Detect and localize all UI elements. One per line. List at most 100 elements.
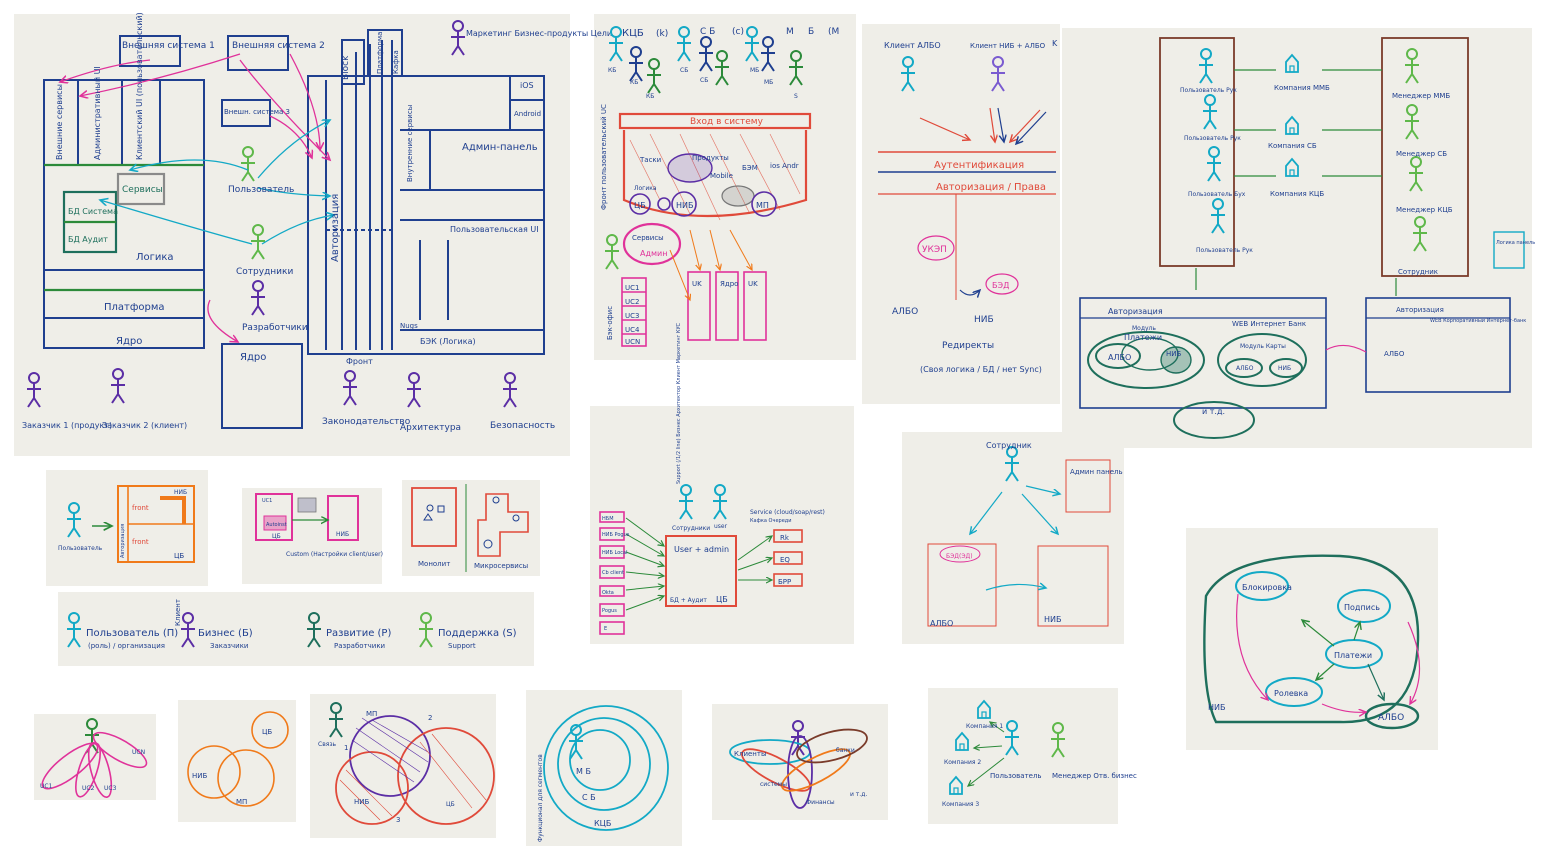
- panel-employee-albo: Сотрудник Админ панель АЛБО НИБ БЭД(ЭД): [927, 441, 1123, 628]
- logic-label: Логика: [136, 252, 174, 263]
- cards-module-label: Модуль Карты: [1240, 343, 1286, 350]
- client-albo-label: Клиент АЛБО: [884, 41, 941, 50]
- nib-label-p6: НИБ: [336, 531, 349, 538]
- etc-label-p4: и т.д.: [1202, 407, 1225, 416]
- ios-andr-label: ios Andr: [770, 162, 799, 170]
- legend-user-sub: (роль) / организация: [88, 642, 165, 650]
- company-1-label: Компания 1: [966, 723, 1003, 730]
- b-label: Б: [808, 27, 814, 37]
- cb-label-p13: ЦБ: [262, 728, 272, 736]
- legend-business-sub: Заказчики: [210, 642, 248, 650]
- logic-small-label: Логика: [634, 185, 657, 192]
- internal-services-label: Внутренние сервисы: [406, 105, 414, 182]
- ukep-label: УКЭП: [922, 245, 947, 255]
- uc1-label-p12: UC1: [40, 783, 53, 790]
- manager-sb-label: Менеджер СБ: [1396, 150, 1447, 158]
- company-mmb-label: Компания ММБ: [1274, 84, 1330, 92]
- nugs-label: Nugs: [400, 322, 418, 330]
- security-label: Безопасность: [490, 421, 555, 431]
- employee-label-p10: Сотрудник: [986, 441, 1032, 450]
- s1-label: СБ: [680, 67, 688, 74]
- k-label: (k): [656, 29, 668, 39]
- user-actor-label: Пользователь: [228, 185, 294, 195]
- payments-label-p11: Платежи: [1334, 651, 1372, 660]
- manager-kcb-label: Менеджер КЦБ: [1396, 206, 1453, 214]
- architecture-label: Архитектура: [400, 423, 461, 433]
- legend-business-label: Бизнес (Б): [198, 628, 253, 639]
- roles-label: Ролевка: [1274, 689, 1308, 698]
- admin-label: Админ: [640, 249, 667, 258]
- panel-uc-petals: UC1 UC2 UC3 UCN: [40, 718, 148, 798]
- web-bank-2-label: WEB Корпоративный Интернет-банк: [1430, 317, 1526, 324]
- android-label: Android: [514, 110, 541, 118]
- uc1-label: UC1: [625, 284, 639, 292]
- panel-user-admin: Support (/1/2 line) Бизнес Архитектор Кл…: [599, 323, 825, 635]
- panel-front-split: Пользователь front front НИБ ЦБ Авториза…: [58, 485, 195, 563]
- autoinst-label: Autoinst: [266, 522, 287, 528]
- albo-label-p10: АЛБО: [930, 619, 953, 628]
- legend-dev-sub: Разработчики: [334, 642, 385, 650]
- db-system-label: БД Система: [68, 207, 118, 216]
- nib-label-p11: НИБ: [1208, 703, 1226, 712]
- payments-label-p4: Платежи: [1124, 333, 1162, 342]
- sb-label: С Б: [582, 793, 596, 802]
- n3-label: 3: [396, 816, 400, 824]
- authorization-label: Авторизация / Права: [936, 182, 1046, 193]
- panel-architecture: Внешняя система 1 Внешняя система 2 Внеш…: [22, 12, 612, 433]
- nib-label-p3: НИБ: [974, 315, 994, 325]
- left-src-1: НБМ: [602, 516, 614, 522]
- customer-2-label: Заказчик 2 (клиент): [102, 421, 187, 430]
- ext-system-1-box: [119, 35, 181, 67]
- user-3-label: Пользователь Бух: [1188, 191, 1246, 198]
- left-src-4: Cb client: [602, 570, 624, 576]
- signature-label: Подпись: [1344, 603, 1380, 612]
- blocking-label: Блокировка: [1242, 583, 1292, 592]
- panel-custom: UC1 Autoinst ЦБ НИБ Custom (Настройки cl…: [255, 493, 383, 558]
- legend-support-label: Поддержка (S): [438, 628, 517, 639]
- uk-label-2: UK: [748, 280, 758, 288]
- user-label-p5: Пользователь: [58, 545, 103, 552]
- employees-label-p9: Сотрудники: [672, 525, 710, 532]
- front-uc-label: Фронт пользовательский UC: [600, 104, 608, 210]
- panel-authentication: Клиент АЛБО Клиент НИБ + АЛБО K Аутентиф…: [878, 39, 1058, 374]
- legend-client-label: Клиент: [174, 599, 182, 626]
- auth-label-p5: Авторизация: [120, 524, 126, 558]
- backoffice-label: Бэк-офис: [606, 306, 614, 340]
- backend-label: БЭК (Логика): [420, 337, 476, 346]
- company-sb-label: Компания СБ: [1268, 142, 1317, 150]
- s2-label: СБ: [700, 77, 708, 84]
- support-staff-label: Support (/1/2 line) Бизнес Архитектор Кл…: [676, 323, 682, 484]
- manager-mmb-label: Менеджер ММБ: [1392, 92, 1450, 100]
- k1-label: КБ: [608, 67, 616, 74]
- ucn-label: UCN: [625, 338, 640, 346]
- company-2-label: Компания 2: [944, 759, 981, 766]
- logic-panel-label: Логика панель: [1496, 240, 1535, 246]
- web-bank-label: WEB Интернет Банк: [1232, 320, 1306, 328]
- mp-label-p14: МП: [366, 710, 377, 718]
- nib-label-p5: НИБ: [174, 489, 187, 496]
- panel-hatched-circles: МП НИБ ЦБ Связь 1 2 3: [318, 702, 495, 825]
- bed-label-p10: БЭД(ЭД): [946, 553, 973, 560]
- kafka-label: Кафка: [392, 50, 400, 74]
- bed-label: БЭД: [992, 281, 1009, 290]
- panel-legend: Пользователь (П) (роль) / организация Кл…: [66, 599, 517, 650]
- panel-users-companies: Пользователь Рук Пользователь Рук Пользо…: [1079, 37, 1535, 439]
- right-dst-3: БРР: [778, 578, 791, 586]
- c-label: (с): [732, 27, 744, 37]
- ext-system-3-label: Внешн. система 3: [224, 108, 290, 116]
- mb-label: М Б: [576, 767, 591, 776]
- s3-label: S: [794, 93, 798, 100]
- albo-label-p4-right: АЛБО: [1384, 350, 1405, 358]
- ext-system-2-label: Внешняя система 2: [232, 41, 325, 51]
- left-src-7: E: [604, 626, 607, 632]
- k3-label: КБ: [646, 93, 654, 100]
- kafka-note-label: Кафка Очереди: [750, 518, 791, 524]
- cb-label-p6: ЦБ: [272, 533, 281, 540]
- panel-segments: М Б С Б КЦБ Функционал для сегментов: [537, 705, 669, 842]
- authentication-label: Аутентификация: [934, 160, 1024, 171]
- right-app-box: [307, 75, 545, 355]
- cb-label-p9: ЦБ: [716, 595, 728, 604]
- company-kcb-label: Компания КЦБ: [1270, 190, 1324, 198]
- legislation-label: Законодательство: [322, 417, 411, 427]
